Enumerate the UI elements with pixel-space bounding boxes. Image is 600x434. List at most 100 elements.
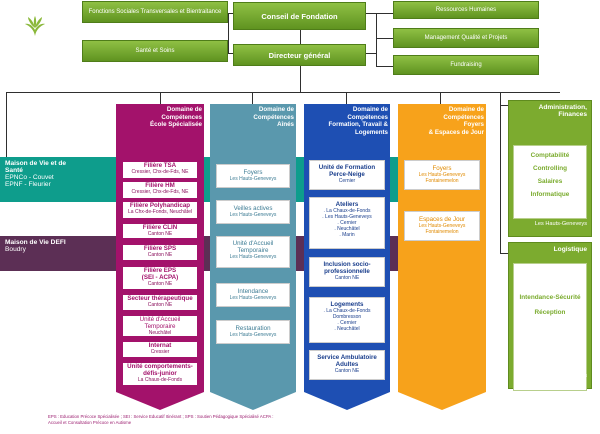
card-filiere-eps: Filière EPS (SEI - ACPA) Canton NE — [121, 265, 199, 291]
logistique-item: Intendance-Sécurité — [519, 294, 581, 301]
card-secteur-therapeutique: Secteur thérapeutique Canton NE — [121, 293, 199, 312]
connector-line — [300, 30, 301, 44]
card-espaces-jour: Espaces de Jour Les Hauts-Geneveys Fonta… — [404, 211, 480, 241]
card-title: Filière EPS — [143, 267, 177, 274]
card-subtitle: . Les Hauts-Geneveys — [322, 214, 372, 220]
directeur-general-box: Directeur général — [233, 44, 366, 66]
foyers-header-line: Compétences — [443, 113, 484, 121]
card-title: Unité comportements- — [127, 363, 193, 370]
formation-header-line: Formation, Travail & — [328, 121, 388, 128]
fundraising-box: Fundraising — [393, 55, 539, 75]
card-ateliers: Ateliers . La Chaux-de-Fonds . Les Hauts… — [309, 197, 385, 249]
footnote: EPS : Education Précoce Spécialisée ; SE… — [48, 414, 274, 425]
card-unite-formation: Unité de Formation Perce-Neige Cernier — [309, 160, 385, 190]
card-filiere-clin: Filière CLIN Canton NE — [121, 222, 199, 240]
card-subtitle: Cressier, Chx-de-Fds, NE — [131, 169, 189, 175]
card-filiere-tsa: Filière TSA Cressier, Chx-de-Fds, NE — [121, 160, 199, 180]
card-title-2: Temporaire — [144, 323, 176, 330]
logistique-footer: Les Hauts-Geneveys — [534, 373, 587, 379]
card-title-2: (SEI - ACPA) — [141, 274, 179, 281]
management-qualite-label: Management Qualité et Projets — [424, 35, 508, 41]
band-defi-site: Boudry — [5, 246, 26, 253]
card-title: Filière SPS — [143, 245, 177, 252]
admin-list: Comptabilité Controlling Salaires Inform… — [513, 145, 587, 219]
admin-header: Administration, Finances — [509, 101, 591, 121]
ressources-humaines-box: Ressources Humaines — [393, 1, 539, 19]
card-title: Filière TSA — [143, 162, 177, 169]
card-title: Restauration — [235, 325, 271, 332]
connector-line — [300, 66, 301, 92]
card-subtitle: Les Hauts-Geneveys — [229, 254, 277, 260]
card-title: Foyers — [432, 165, 452, 172]
card-subtitle: . Marin — [339, 232, 355, 238]
aines-header-line: Compétences — [253, 113, 294, 121]
card-subtitle: Dombresson — [332, 314, 362, 320]
band-epnco-site-2: EPNF - Fleurier — [5, 181, 51, 188]
ecole-header-line: Compétences — [161, 113, 202, 121]
formation-header: Domaine de Compétences Formation, Travai… — [306, 106, 388, 136]
band-epnco-site-1: EPNCo - Couvet — [5, 174, 54, 181]
band-epnco-title-1: Maison de Vie et de — [5, 160, 67, 167]
card-inclusion: Inclusion socio- professionnelle Canton … — [309, 257, 385, 287]
admin-header-line: Administration, — [538, 104, 587, 111]
card-subtitle: Les Hauts-Geneveys — [229, 295, 277, 301]
admin-footer: Les Hauts-Geneveys — [534, 221, 587, 227]
card-title-2: défis-junior — [143, 370, 177, 377]
aines-header-line: Domaine de — [258, 106, 294, 113]
logistique-panel: Logistique Intendance-Sécurité Réception… — [508, 242, 592, 391]
card-title: Internat — [148, 342, 172, 349]
card-title: Unité d'Accueil — [139, 316, 181, 323]
fonctions-sociales-label: Fonctions Sociales Transversales et Bien… — [88, 9, 222, 15]
card-subtitle: Fontainemelon — [425, 178, 459, 184]
band-epnco-title-2: Santé — [5, 167, 23, 174]
card-subtitle: Canton NE — [147, 281, 173, 287]
card-subtitle: Cressier — [150, 349, 170, 355]
card-title: Ateliers — [335, 201, 359, 208]
card-filiere-sps: Filière SPS Canton NE — [121, 243, 199, 262]
card-title: Filière Polyhandicap — [129, 202, 191, 209]
sante-soins-label: Santé et Soins — [135, 48, 175, 54]
card-restauration: Restauration Les Hauts-Geneveys — [216, 320, 290, 344]
card-subtitle: Canton NE — [334, 275, 360, 281]
card-title: Veilles actives — [233, 205, 273, 212]
band-defi-title: Maison de Vie DEFI — [5, 239, 66, 246]
connector-line — [6, 92, 560, 93]
card-title: Espaces de Jour — [418, 216, 466, 223]
card-subtitle: Cernier — [338, 178, 356, 184]
sante-soins-box: Santé et Soins — [82, 40, 228, 62]
card-subtitle: . La Chaux-de-Fonds — [323, 208, 371, 214]
admin-item: Comptabilité — [530, 152, 570, 159]
connector-line — [376, 66, 393, 67]
card-unite-comportements: Unité comportements- défis-junior La Cha… — [121, 361, 199, 387]
card-subtitle: Les Hauts-Geneveys — [229, 212, 277, 218]
card-intendance: Intendance Les Hauts-Geneveys — [216, 283, 290, 307]
card-subtitle: Les Hauts-Geneveys — [229, 176, 277, 182]
card-title: Inclusion socio- — [323, 261, 371, 268]
admin-header-line: Finances — [558, 111, 587, 118]
card-title-2: professionnelle — [324, 268, 370, 275]
card-subtitle: Les Hauts-Geneveys — [229, 332, 277, 338]
card-title-2: Perce-Neige — [329, 171, 365, 178]
card-service-ambulatoire: Service Ambulatoire Adultes Canton NE — [309, 350, 385, 380]
card-filiere-polyhandicap: Filière Polyhandicap La Chx-de-Fonds, Ne… — [121, 200, 199, 220]
connector-line — [376, 38, 393, 39]
card-logements: Logements . La Chaux-de-Fonds Dombresson… — [309, 297, 385, 343]
card-title: Secteur thérapeutique — [127, 295, 193, 302]
card-unite-accueil-aines: Unité d'Accueil Temporaire Les Hauts-Gen… — [216, 236, 290, 268]
card-title: Logements — [330, 301, 364, 308]
foyers-header: Domaine de Compétences Foyers & Espaces … — [400, 106, 484, 136]
card-title: Service Ambulatoire — [317, 354, 377, 361]
connector-line — [366, 53, 376, 54]
formation-header-line: Domaine de — [352, 106, 388, 113]
ecole-header: Domaine de Compétences École Spécialisée — [118, 106, 202, 129]
directeur-general-label: Directeur général — [268, 50, 331, 60]
connector-line — [500, 105, 508, 106]
ecole-header-line: Domaine de — [166, 106, 202, 113]
card-title: Filière CLIN — [142, 224, 178, 231]
card-subtitle: La Chx-de-Fonds, Neuchâtel — [128, 209, 192, 215]
connector-line — [252, 92, 253, 104]
connector-line — [500, 92, 501, 254]
admin-item: Salaires — [537, 178, 563, 185]
card-title: Filière HM — [145, 182, 175, 189]
card-subtitle: Canton NE — [334, 368, 360, 374]
